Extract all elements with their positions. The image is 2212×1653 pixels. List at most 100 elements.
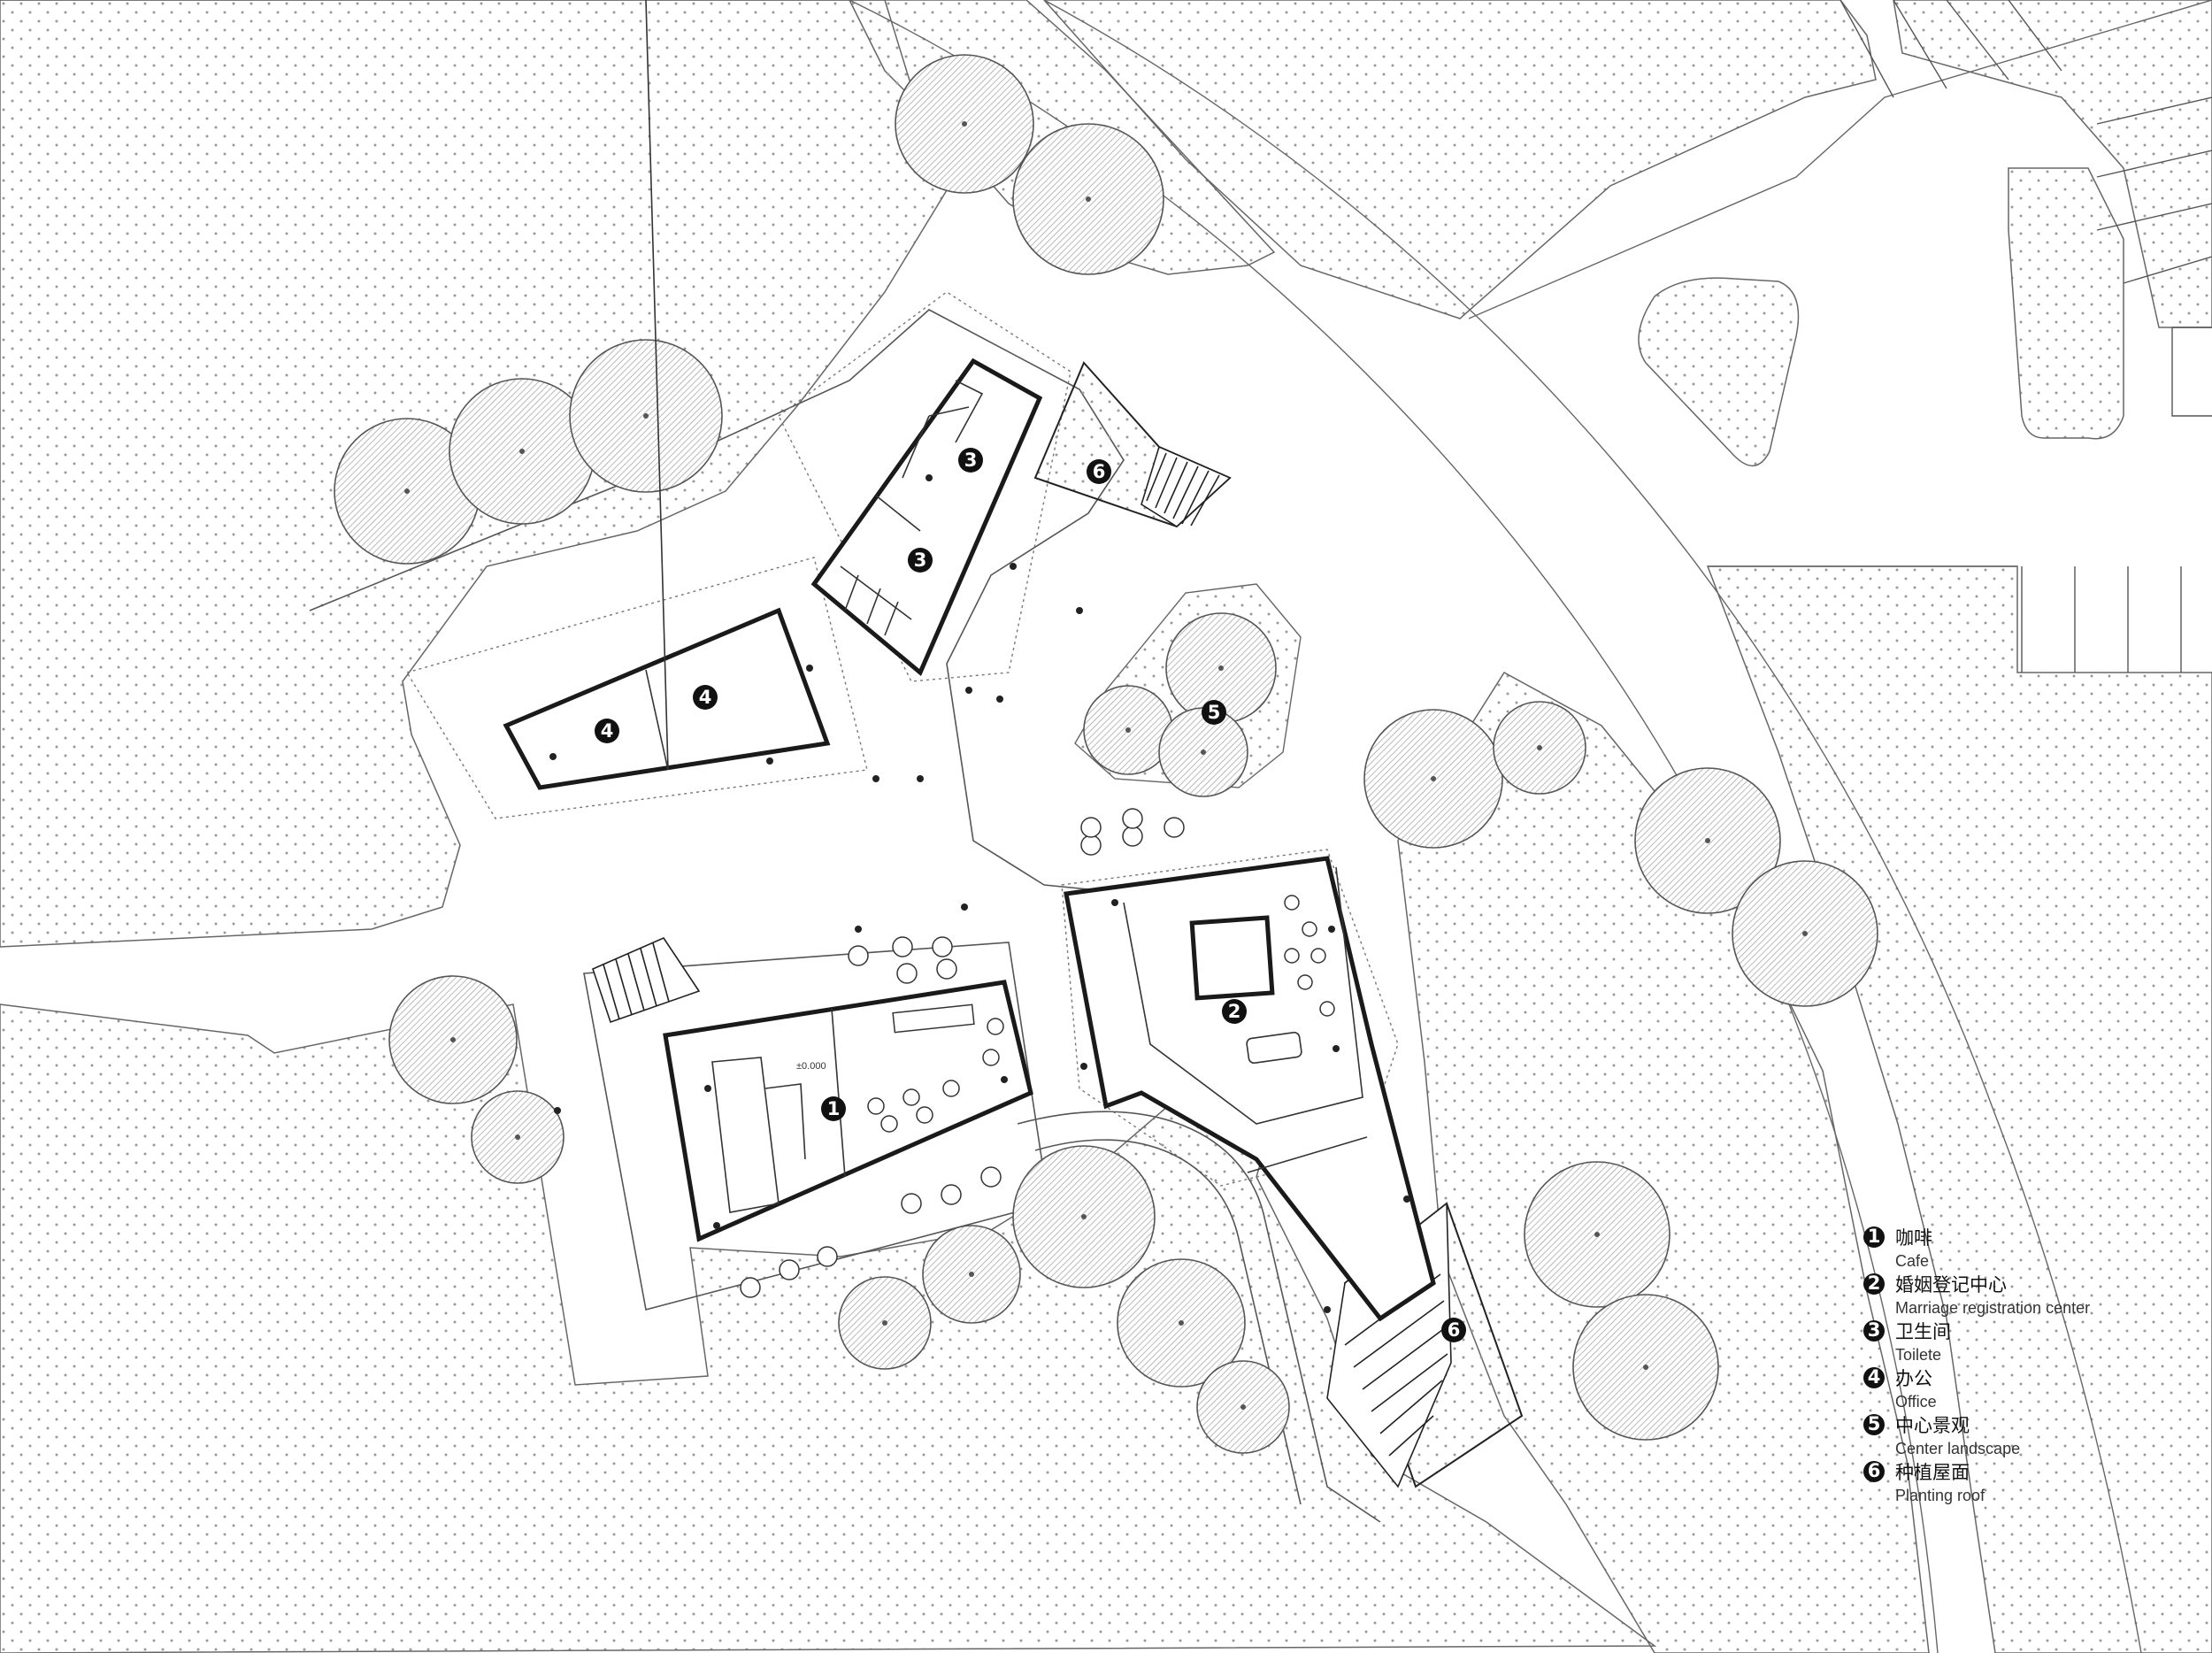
legend-label-en: Cafe <box>1895 1252 1929 1270</box>
lawn-island-2 <box>2008 167 2124 440</box>
area-tag-number: 2 <box>1228 1001 1241 1022</box>
area-tag-office-b: 4 <box>693 685 718 710</box>
legend-number: 6 <box>1868 1460 1881 1481</box>
toilet-stalls <box>840 380 984 636</box>
path-curve <box>1017 1111 1381 1523</box>
area-tag-toilet-a: 3 <box>958 448 983 473</box>
road-branch-north <box>1468 0 2212 319</box>
tree <box>922 1225 1021 1324</box>
legend-label-en: Center landscape <box>1895 1440 2020 1457</box>
legend-number: 5 <box>1868 1413 1881 1434</box>
plaza-columns <box>549 474 1410 1313</box>
legend-label-cn: 卫生间 <box>1895 1321 1951 1342</box>
tree <box>388 975 518 1104</box>
tree <box>1083 685 1173 775</box>
legend-item: 2 婚姻登记中心 Marriage registration center <box>1863 1272 2090 1317</box>
legend-label-en: Marriage registration center <box>1895 1299 2090 1317</box>
building-cafe <box>663 980 1033 1242</box>
legend-number: 1 <box>1868 1226 1881 1247</box>
tree <box>1158 707 1248 797</box>
marriage-inner-room <box>1123 866 1363 1125</box>
office-partition <box>645 0 669 771</box>
legend-item: 6 种植屋面 Planting roof <box>1863 1460 1985 1504</box>
area-tag-marriage: 2 <box>1222 999 1247 1024</box>
stairs-north <box>1141 445 1232 528</box>
buildings <box>503 0 1436 1322</box>
legend-item: 4 办公 Office <box>1863 1366 1937 1411</box>
level-mark: ±0.000 <box>796 1061 826 1072</box>
area-tag-roof-b: 6 <box>1441 1318 1466 1342</box>
tree <box>1634 767 1781 914</box>
marriage-partition <box>1247 1136 1368 1173</box>
parking-stalls <box>1839 0 2212 673</box>
marriage-courtyard <box>1189 915 1275 1001</box>
area-tag-cafe: 1 <box>821 1096 846 1121</box>
plaza-outline-toilet <box>778 291 1071 682</box>
legend-label-cn: 种植屋面 <box>1895 1462 1970 1483</box>
area-tag-number: 6 <box>1093 461 1106 482</box>
tree <box>569 339 723 493</box>
legend-label-cn: 办公 <box>1895 1368 1932 1389</box>
tree <box>895 54 1034 194</box>
area-tag-office-a: 4 <box>595 719 619 743</box>
road-edge-outer <box>1043 0 2142 1653</box>
building-toilet <box>810 358 1043 677</box>
legend-number: 3 <box>1868 1319 1881 1341</box>
area-tag-landscape: 5 <box>1202 700 1226 725</box>
outdoor-tables <box>740 808 1335 1298</box>
area-tag-number: 6 <box>1448 1319 1461 1341</box>
tree <box>1572 1294 1719 1441</box>
lawn-island-1 <box>1638 277 1800 466</box>
cafe-counter <box>711 1057 806 1213</box>
legend-label-en: Planting roof <box>1895 1487 1985 1504</box>
plaza-outline-office <box>405 557 868 819</box>
legend: 1 咖啡 Cafe 2 婚姻登记中心 Marriage registration cent… <box>1863 1226 2090 1504</box>
legend-item: 1 咖啡 Cafe <box>1863 1226 1932 1270</box>
area-tag-number: 4 <box>699 687 712 708</box>
legend-label-cn: 咖啡 <box>1895 1227 1932 1249</box>
legend-number: 2 <box>1868 1272 1881 1294</box>
parking-row-3 <box>2021 566 2182 673</box>
lawn-northeast-corner <box>1893 0 2212 328</box>
plaza-outline-marriage <box>1061 849 1399 1187</box>
tree <box>1117 1258 1246 1388</box>
lawn-northeast <box>1042 0 1877 319</box>
tree <box>1363 709 1503 849</box>
legend-label-en: Toilete <box>1895 1346 1941 1364</box>
marriage-desk <box>1246 1031 1302 1065</box>
trees <box>334 54 1878 1454</box>
area-tag-number: 3 <box>964 450 978 471</box>
tree <box>1196 1360 1290 1454</box>
area-tag-number: 5 <box>1208 702 1221 723</box>
area-tag-number: 4 <box>601 720 614 742</box>
parking-row-4 <box>2171 327 2212 417</box>
legend-item: 5 中心景观 Center landscape <box>1863 1413 2020 1457</box>
cafe-interior-tables <box>867 1003 1004 1133</box>
tree <box>1012 123 1164 275</box>
tree <box>471 1090 565 1184</box>
table-group-south <box>740 1166 1002 1298</box>
stairs-west <box>592 936 701 1024</box>
area-tag-toilet-b: 3 <box>908 548 933 573</box>
marriage-interior-tables <box>1284 895 1335 1017</box>
area-tag-number: 1 <box>827 1098 841 1119</box>
parking-row-1 <box>1839 0 2062 98</box>
tree <box>1732 860 1878 1007</box>
area-tag-roof-a: 6 <box>1087 459 1111 484</box>
legend-label-cn: 婚姻登记中心 <box>1895 1274 2007 1295</box>
legend-item: 3 卫生间 Toilete <box>1863 1319 1951 1364</box>
legend-label-en: Office <box>1895 1393 1937 1411</box>
tree <box>838 1276 932 1370</box>
parking-row-2 <box>2096 96 2212 284</box>
area-tags: 1 2 3 3 4 4 5 6 6 <box>595 448 1466 1342</box>
tree <box>1524 1161 1671 1308</box>
legend-label-cn: 中心景观 <box>1895 1415 1970 1436</box>
cafe-glazing <box>831 1008 846 1178</box>
area-tag-number: 3 <box>914 550 927 571</box>
legend-number: 4 <box>1868 1366 1881 1388</box>
office-partition-wall <box>645 669 669 771</box>
tree <box>1012 1145 1156 1288</box>
table-group-north <box>1080 808 1185 856</box>
tree <box>1493 701 1586 795</box>
